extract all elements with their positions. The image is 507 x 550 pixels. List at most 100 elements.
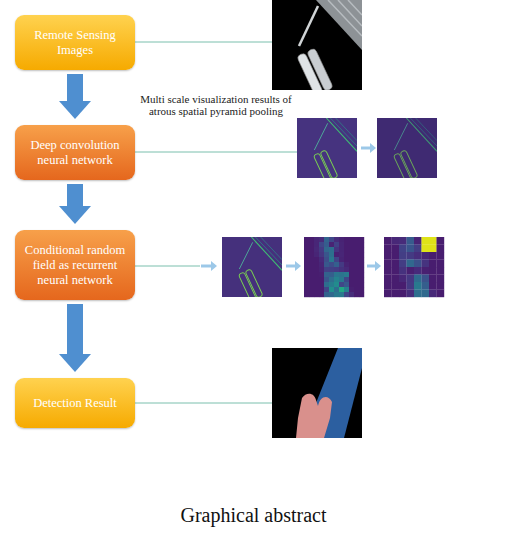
ship-segment bbox=[296, 394, 332, 438]
map-cell bbox=[422, 260, 430, 268]
map-cell bbox=[334, 262, 339, 267]
map-cell bbox=[309, 272, 314, 277]
map-cell bbox=[392, 252, 400, 260]
map-cell bbox=[339, 267, 344, 272]
node-text: Conditional random field as recurrent ne… bbox=[23, 243, 127, 288]
small-arrow-head bbox=[211, 261, 217, 271]
map-cell bbox=[429, 290, 437, 298]
map-cell bbox=[334, 287, 339, 292]
feature-outline bbox=[313, 118, 357, 182]
edges bbox=[75, 74, 76, 356]
map-cell bbox=[329, 277, 334, 282]
map-cell bbox=[359, 272, 364, 277]
map-cell bbox=[304, 247, 309, 252]
pier bbox=[299, 6, 318, 46]
map-cell bbox=[437, 245, 445, 253]
map-cell bbox=[437, 267, 445, 275]
map-cell bbox=[349, 277, 354, 282]
map-cell bbox=[359, 287, 364, 292]
map-cell bbox=[384, 252, 392, 260]
map-cell bbox=[384, 245, 392, 253]
map-cell bbox=[324, 237, 329, 242]
flow-arrow bbox=[67, 304, 83, 356]
feature-map bbox=[297, 118, 357, 178]
map-cell bbox=[309, 252, 314, 257]
map-cell bbox=[399, 282, 407, 290]
map-cell bbox=[344, 247, 349, 252]
map-cell bbox=[344, 262, 349, 267]
map-cell bbox=[349, 282, 354, 287]
map-cell bbox=[392, 245, 400, 253]
map-cell bbox=[399, 290, 407, 298]
map-cell bbox=[407, 275, 415, 283]
map-cell bbox=[319, 277, 324, 282]
map-cell bbox=[344, 257, 349, 262]
map-cell bbox=[319, 287, 324, 292]
crf-map bbox=[304, 237, 364, 297]
map-cell bbox=[314, 257, 319, 262]
map-cell bbox=[354, 282, 359, 287]
map-cell bbox=[314, 282, 319, 287]
map-cell bbox=[329, 287, 334, 292]
output-box: Detection Result bbox=[15, 378, 135, 428]
map-cell bbox=[349, 292, 354, 297]
map-cell bbox=[392, 290, 400, 298]
map-cell bbox=[392, 260, 400, 268]
map-cell bbox=[329, 267, 334, 272]
ships bbox=[297, 48, 334, 90]
map-cell bbox=[354, 292, 359, 297]
map-cell bbox=[304, 282, 309, 287]
map-cell bbox=[349, 262, 354, 267]
map-cell bbox=[407, 282, 415, 290]
map-cell bbox=[354, 267, 359, 272]
map-cell bbox=[329, 272, 334, 277]
node-text: Detection Result bbox=[33, 396, 117, 411]
map-cell bbox=[324, 272, 329, 277]
feature-map bbox=[222, 237, 282, 297]
map-cell bbox=[334, 282, 339, 287]
map-cell bbox=[384, 260, 392, 268]
map-cell bbox=[329, 282, 334, 287]
map-cell bbox=[334, 267, 339, 272]
map-cell bbox=[407, 290, 415, 298]
map-cell bbox=[339, 237, 344, 242]
map-cell bbox=[339, 262, 344, 267]
map-cell bbox=[319, 252, 324, 257]
map-cell bbox=[414, 252, 422, 260]
map-cell bbox=[349, 267, 354, 272]
map-cell bbox=[334, 272, 339, 277]
map-cell bbox=[304, 252, 309, 257]
map-cell bbox=[339, 282, 344, 287]
map-cell bbox=[354, 247, 359, 252]
leader-line bbox=[135, 403, 272, 404]
map-cell bbox=[414, 260, 422, 268]
map-cell bbox=[429, 245, 437, 253]
map-cell bbox=[344, 267, 349, 272]
process-box: Conditional random field as recurrent ne… bbox=[15, 230, 135, 300]
map-cell bbox=[399, 237, 407, 245]
map-cell bbox=[384, 267, 392, 275]
map-cell bbox=[314, 267, 319, 272]
map-cell bbox=[429, 282, 437, 290]
map-cell bbox=[437, 282, 445, 290]
map-cell bbox=[354, 277, 359, 282]
map-cell bbox=[339, 252, 344, 257]
map-cell bbox=[422, 252, 430, 260]
map-cell bbox=[429, 267, 437, 275]
feature-outline bbox=[238, 237, 282, 301]
map-cell bbox=[354, 252, 359, 257]
map-cell bbox=[314, 262, 319, 267]
image-background bbox=[272, 0, 362, 90]
map-cell bbox=[399, 252, 407, 260]
map-cell bbox=[414, 237, 422, 245]
map-cell bbox=[304, 262, 309, 267]
node-text: Deep convolution neural network bbox=[23, 138, 127, 168]
map-cell bbox=[384, 237, 392, 245]
map-cell bbox=[359, 252, 364, 257]
map-cell bbox=[422, 237, 430, 245]
map-cell bbox=[329, 242, 334, 247]
map-cell bbox=[334, 292, 339, 297]
map-cell bbox=[414, 290, 422, 298]
map-cell bbox=[349, 252, 354, 257]
map-cell bbox=[359, 237, 364, 242]
